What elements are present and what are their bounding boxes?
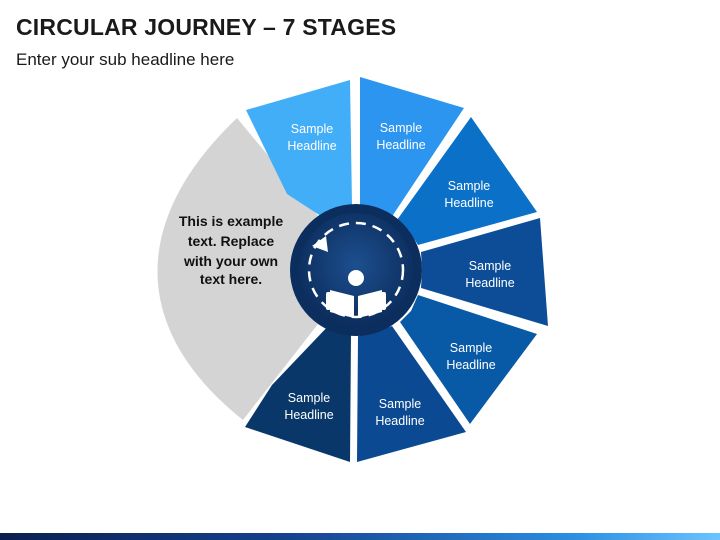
description-line-2: text. Replace [188,233,275,249]
stage-2-label-line-2: Headline [376,138,425,152]
stage-6-label-line-1: Sample [379,397,421,411]
stage-segment-7[interactable] [245,322,351,462]
page-title: CIRCULAR JOURNEY – 7 STAGES [16,14,397,40]
reading-person-icon [326,270,386,318]
stage-segment-1[interactable] [246,80,352,222]
stage-1-label-line-2: Headline [287,139,336,153]
stage-5-label-line-1: Sample [450,341,492,355]
page-subtitle: Enter your sub headline here [16,50,235,69]
stage-7-label-line-1: Sample [288,391,330,405]
bottom-accent-bar [0,533,720,540]
cycle-arrow-icon [307,221,405,319]
description-line-1: This is example [179,213,283,229]
stage-5-label-line-2: Headline [446,358,495,372]
stage-2-label-line-1: Sample [380,121,422,135]
stage-3-label-line-2: Headline [444,196,493,210]
arrow-head-icon [312,236,328,252]
stage-1-label-line-1: Sample [291,122,333,136]
stage-3-label-line-1: Sample [448,179,490,193]
description-line-3: with your own [183,253,278,269]
stage-segment-5[interactable] [400,295,537,424]
stage-4-label-line-1: Sample [469,259,511,273]
stage-segment-3[interactable] [397,117,537,245]
stage-segment-6[interactable] [357,326,466,462]
stage-6-label-line-2: Headline [375,414,424,428]
stage-7-label-line-2: Headline [284,408,333,422]
stage-4-label-line-2: Headline [465,276,514,290]
stage-segment-2[interactable] [360,77,464,218]
stage-segment-4[interactable] [421,218,548,326]
description-line-4: text here. [200,271,262,287]
